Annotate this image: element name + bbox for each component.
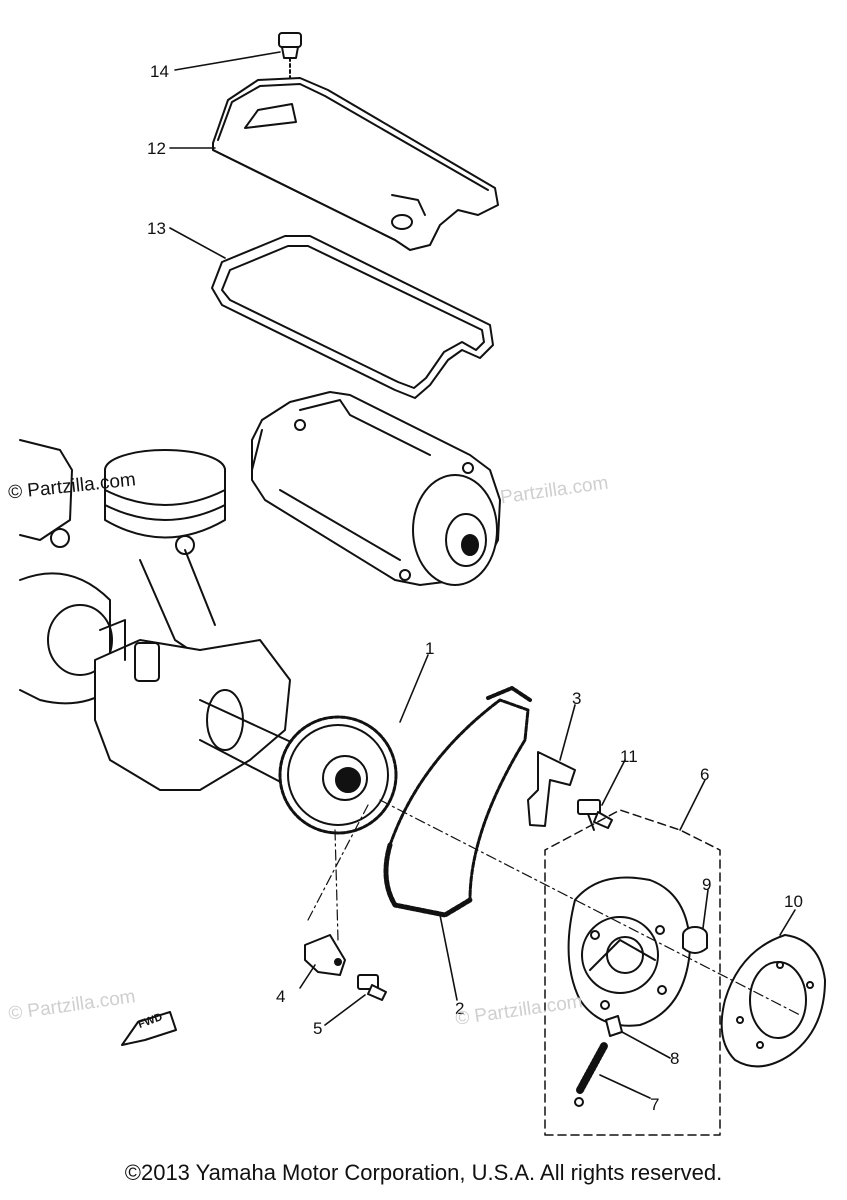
bracket-4-drawing — [304, 934, 346, 976]
callout-4: 4 — [276, 987, 286, 1006]
callout-6: 6 — [700, 765, 710, 784]
callout-12: 12 — [147, 139, 166, 158]
starter-motor-drawing — [251, 391, 501, 586]
callout-5: 5 — [313, 1019, 323, 1038]
plunger-8-drawing — [605, 1015, 623, 1037]
callout-7: 7 — [650, 1095, 660, 1114]
starter-clutch-6-drawing — [544, 809, 721, 1136]
callout-1: 1 — [425, 639, 435, 658]
gasket-13-drawing — [211, 235, 494, 399]
callout-8: 8 — [670, 1049, 680, 1068]
cover-12-drawing — [212, 77, 499, 251]
callout-13: 13 — [147, 219, 166, 238]
leader-lines — [169, 51, 796, 1099]
crankshaft-pistons-drawing — [19, 439, 331, 801]
callout-11: 11 — [620, 747, 638, 766]
fwd-arrow-icon — [121, 1011, 177, 1046]
copyright-notice: ©2013 Yamaha Motor Corporation, U.S.A. A… — [124, 1160, 723, 1185]
callout-14: 14 — [150, 62, 169, 81]
callout-3: 3 — [572, 689, 582, 708]
callout-2: 2 — [455, 999, 465, 1018]
callout-9: 9 — [702, 875, 712, 894]
roller-9-drawing — [682, 926, 708, 954]
washer-10-drawing — [720, 934, 826, 1068]
sprocket-1-drawing — [278, 715, 398, 835]
chain-2-drawing — [383, 686, 532, 918]
bolt-11-drawing — [577, 799, 613, 831]
bolt-5-drawing — [357, 974, 387, 1001]
center-lines — [307, 799, 801, 1016]
callout-10: 10 — [784, 892, 803, 911]
spring-7-drawing — [574, 1042, 608, 1107]
guide-3-drawing — [527, 751, 576, 827]
